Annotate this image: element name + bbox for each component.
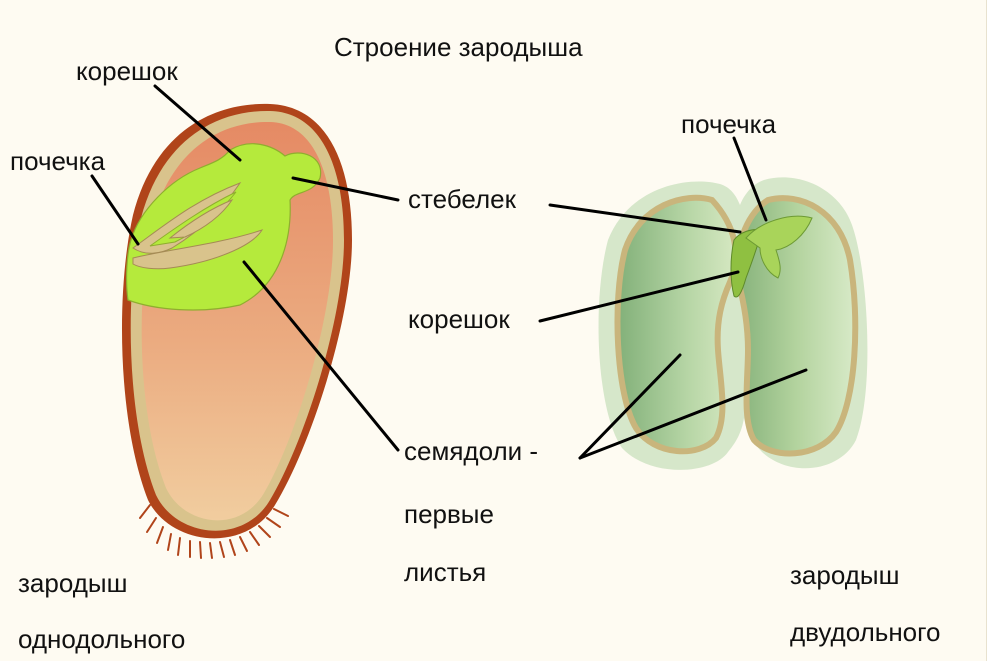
seed-hairs xyxy=(139,504,289,559)
cotyledon-left xyxy=(614,194,739,455)
scutellum xyxy=(125,143,322,311)
pointer-lines xyxy=(90,84,808,460)
label-koreshok-center: корешок xyxy=(408,304,510,334)
caption-dicot-line1: зародыш xyxy=(790,560,899,590)
label-pochechka-monocot: почечка xyxy=(10,146,106,176)
monocot-seed xyxy=(121,103,352,559)
dicot-seed xyxy=(598,177,868,470)
label-semyadoli-line3: листья xyxy=(404,557,486,587)
label-pochechka-dicot: почечка xyxy=(681,109,777,139)
diagram-title: Строение зародыша xyxy=(334,32,583,62)
caption-dicot-line2: двудольного xyxy=(790,617,941,647)
embryo xyxy=(125,143,322,311)
caption-monocot-line1: зародыш xyxy=(18,568,127,598)
label-semyadoli-line2: первые xyxy=(404,499,494,529)
root-sheath-band xyxy=(132,229,264,270)
plumule xyxy=(745,215,813,279)
caption-monocot-line2: однодольного xyxy=(18,624,185,654)
label-stebelek: стебелек xyxy=(408,184,517,214)
coleoptile-fold-inner xyxy=(168,198,234,239)
label-semyadoli-line1: семядоли - xyxy=(404,436,538,466)
dicot-embryo-axis xyxy=(730,229,763,298)
label-koreshok-monocot: корешок xyxy=(76,56,178,86)
